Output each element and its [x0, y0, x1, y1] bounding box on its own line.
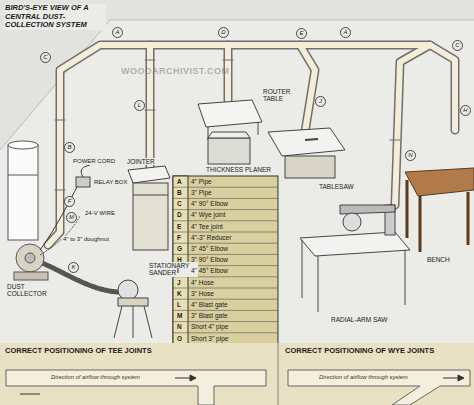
table-cell: Short 4" pipe — [190, 323, 229, 330]
table-cell: 4" Pipe — [190, 178, 213, 185]
part-label: POWER CORD — [72, 158, 116, 165]
table-rule — [173, 310, 278, 311]
tee-joint-diagram — [6, 370, 266, 405]
table-rule — [173, 288, 278, 289]
table-letter: M — [176, 312, 183, 319]
table-rule — [173, 198, 278, 199]
table-rule — [173, 254, 278, 255]
callout-letter: J — [315, 96, 326, 107]
dust-collector — [8, 141, 48, 280]
machine-label: ROUTER TABLE — [262, 88, 300, 103]
table-cell: 4" Blast gate — [190, 301, 229, 308]
table-letter: E — [176, 223, 182, 230]
table-cell: 4" Hose — [190, 279, 215, 286]
table-rule — [173, 220, 278, 221]
part-label: RELAY BOX — [93, 179, 128, 186]
bench — [405, 168, 474, 252]
diagram-title: BIRD'S-EYE VIEW OF A CENTRAL DUST-COLLEC… — [4, 4, 106, 30]
table-cell: 4" Wye joint — [190, 211, 226, 218]
machine-label: TABLESAW — [318, 183, 355, 190]
callout-letter: F — [64, 196, 75, 207]
table-cell: 3" Blast gate — [190, 312, 229, 319]
table-letter: A — [176, 178, 183, 185]
machine-label: THICKNESS PLANER — [205, 166, 272, 173]
table-cell: 4"-3" Reducer — [190, 234, 232, 241]
table-rule — [173, 243, 278, 244]
table-letter: O — [176, 335, 183, 342]
radial-arm-saw — [300, 205, 410, 312]
table-letter: N — [176, 323, 183, 330]
callout-letter: M — [66, 212, 77, 223]
callout-letter: D — [218, 27, 229, 38]
table-rule — [173, 187, 278, 188]
thickness-planer — [208, 132, 250, 164]
table-rule — [173, 299, 278, 300]
callout-letter: L — [134, 100, 145, 111]
airflow-arrow — [175, 375, 464, 381]
table-cell: 4" 45° Elbow — [190, 267, 229, 274]
watermark: WOODARCHIVIST.COM — [120, 66, 231, 76]
table-letter: K — [176, 290, 183, 297]
wye-joint-diagram — [288, 370, 470, 405]
callout-letter: E — [296, 28, 307, 39]
callout-letter: H — [460, 105, 471, 116]
table-cell: Short 3" pipe — [190, 335, 229, 342]
joint-panel — [0, 343, 474, 405]
panel-heading: CORRECT POSITIONING OF TEE JOINTS — [4, 347, 153, 356]
machine-label: BENCH — [426, 256, 451, 263]
airflow-note: Direction of airflow through system — [318, 374, 409, 381]
callout-letter: B — [64, 142, 75, 153]
part-label: 4" to 3" doughnut — [62, 236, 110, 243]
part-label: 24-V WIRE — [84, 210, 116, 217]
panel-heading: CORRECT POSITIONING OF WYE JOINTS — [284, 347, 435, 356]
table-cell: 4" 90° Elbow — [190, 200, 229, 207]
parts-table — [173, 176, 278, 344]
table-letter: B — [176, 189, 183, 196]
panel-divider — [278, 343, 279, 405]
callout-letter: C — [40, 52, 51, 63]
table-cell: 3" 90° Elbow — [190, 256, 229, 263]
router-table — [198, 100, 262, 140]
callout-letter: K — [68, 262, 79, 273]
table-letter: F — [176, 234, 182, 241]
machine-label: RADIAL-ARM SAW — [330, 316, 388, 323]
stationary-sander — [114, 280, 152, 338]
table-letter: H — [176, 256, 183, 263]
machine-label: JOINTER — [126, 158, 156, 165]
callout-letter: N — [405, 150, 416, 161]
table-rule — [173, 209, 278, 210]
table-cell: 3" Pipe — [190, 189, 213, 196]
table-letter: G — [176, 245, 183, 252]
callout-letter: A — [340, 27, 351, 38]
table-letter: C — [176, 200, 183, 207]
table-letter: I — [176, 267, 180, 274]
table-letter: D — [176, 211, 183, 218]
table-letter: J — [176, 279, 182, 286]
callout-letter: C — [452, 40, 463, 51]
jointer — [128, 166, 170, 250]
table-letter: L — [176, 301, 182, 308]
table-cell: 3" Hose — [190, 290, 215, 297]
table-cell: 4" Tee joint — [190, 223, 224, 230]
table-rule — [173, 321, 278, 322]
table-rule — [173, 332, 278, 333]
tablesaw — [268, 128, 345, 178]
airflow-note: Direction of airflow through system — [50, 374, 141, 381]
callout-letter: A — [112, 27, 123, 38]
table-cell: 3" 45° Elbow — [190, 245, 229, 252]
table-rule — [173, 232, 278, 233]
machine-label: STATIONARY SANDER — [148, 262, 198, 277]
machine-label: DUST COLLECTOR — [6, 283, 53, 298]
